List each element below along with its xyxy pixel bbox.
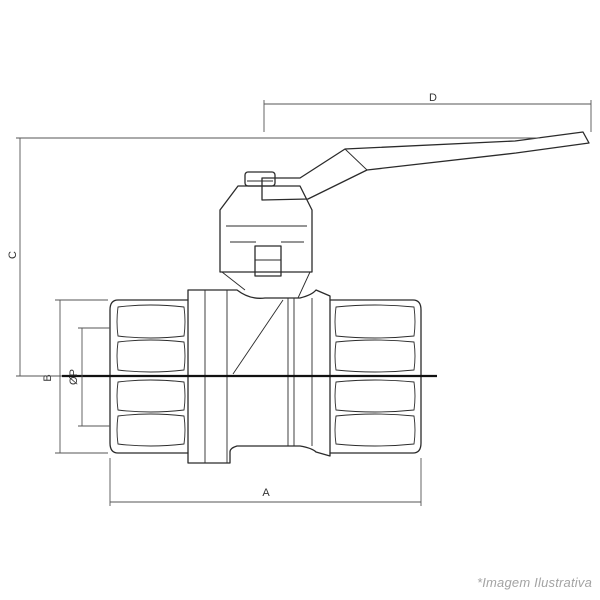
illustrative-image-caption: *Imagem Ilustrativa — [476, 575, 592, 590]
dimension-d: D — [263, 92, 592, 132]
dimension-b: B — [42, 299, 108, 454]
valve-handle — [261, 131, 590, 201]
dimension-b-label: B — [42, 374, 54, 381]
valve-stem-head — [219, 185, 313, 299]
handle-nut — [244, 171, 276, 187]
dimension-c-label: C — [7, 251, 19, 259]
dimension-a: A — [109, 458, 422, 506]
dimension-a-label: A — [262, 487, 270, 499]
dimension-c: C — [7, 137, 540, 377]
dimension-p-label: ØP — [68, 369, 80, 385]
dimension-d-label: D — [429, 92, 437, 104]
dimension-p: ØP — [68, 327, 110, 427]
